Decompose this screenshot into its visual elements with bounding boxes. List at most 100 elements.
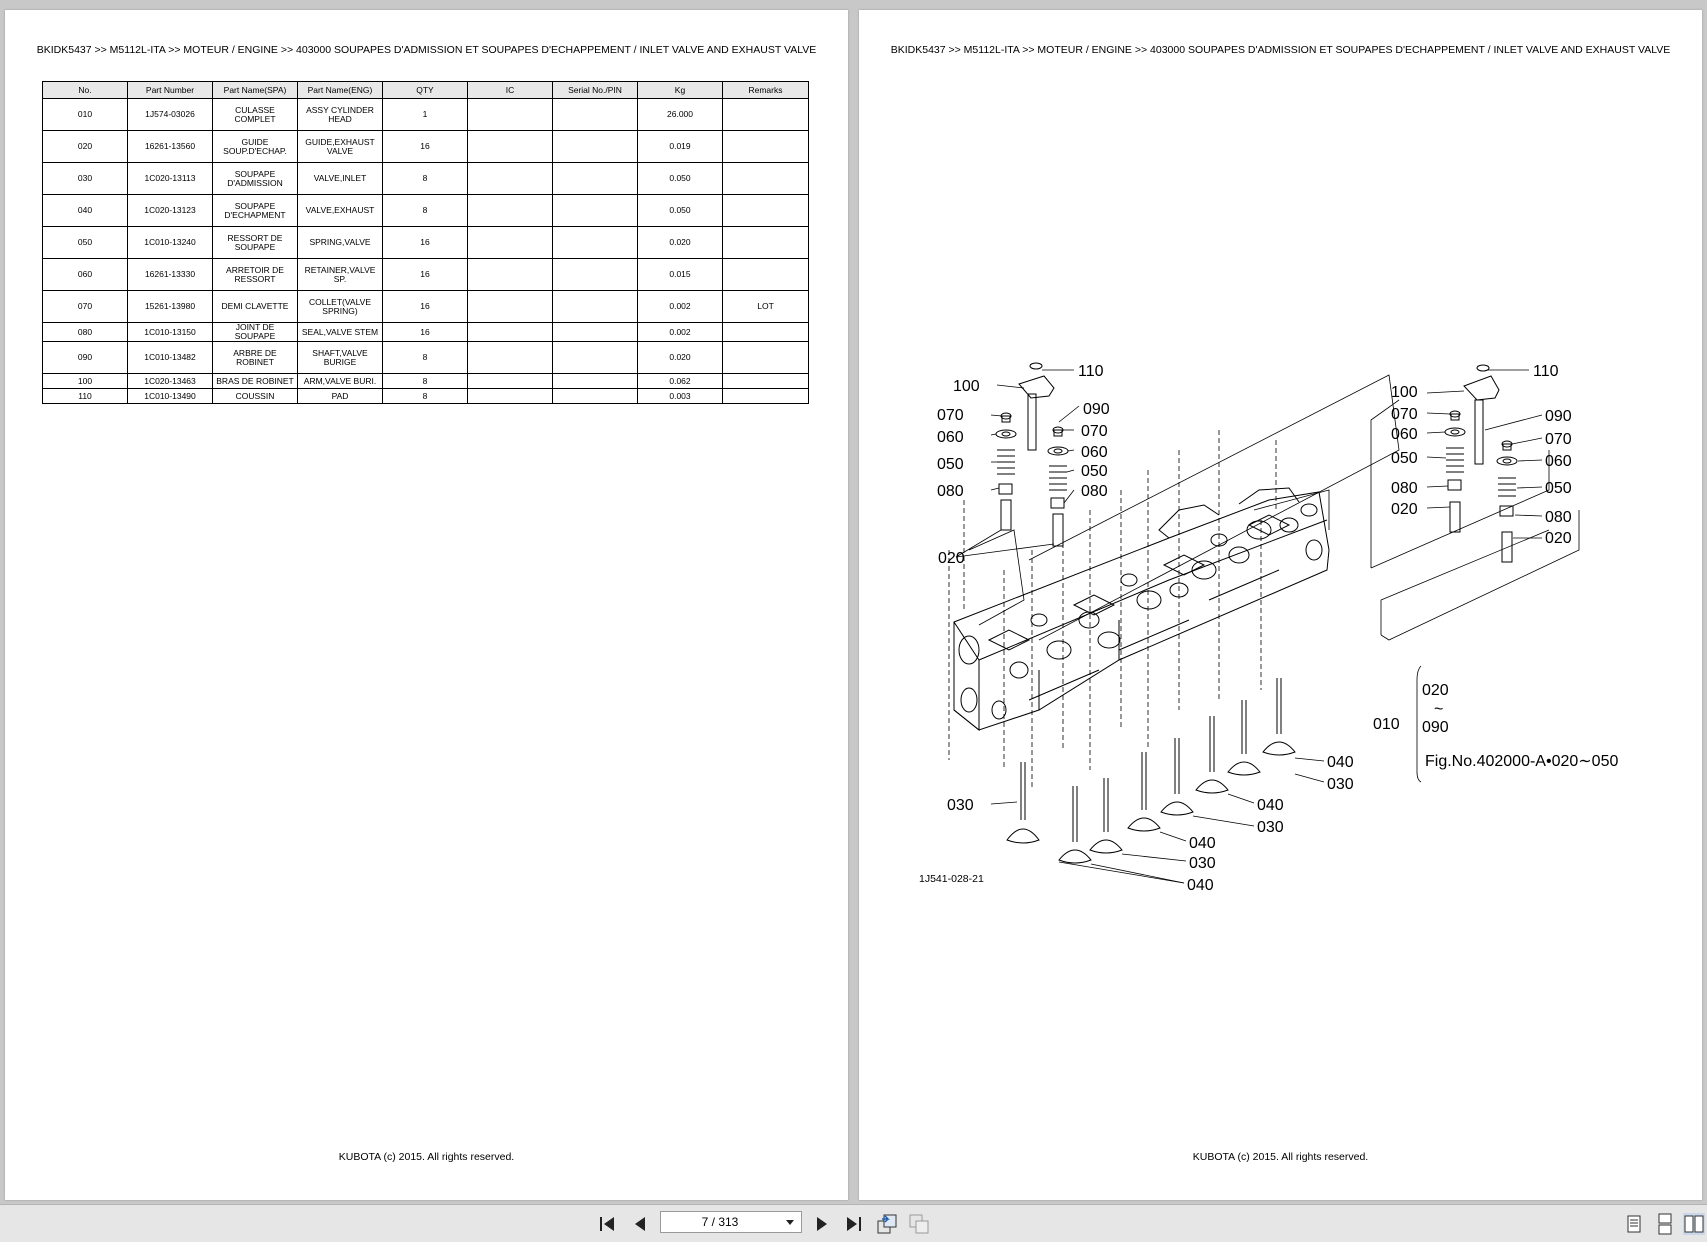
- callout-060: 060: [1391, 426, 1418, 443]
- forward-view-button[interactable]: [908, 1213, 930, 1235]
- cell-remarks: LOT: [722, 290, 809, 323]
- cell-part-name-eng: SHAFT,VALVE BURIGE: [297, 341, 383, 374]
- last-page-button[interactable]: [843, 1213, 865, 1235]
- callout-070: 070: [1391, 406, 1418, 423]
- cell-no: 050: [42, 226, 128, 259]
- callout-060: 060: [1545, 453, 1572, 470]
- first-page-button[interactable]: [597, 1213, 619, 1235]
- last-page-icon: [847, 1217, 861, 1231]
- cell-part-name-eng: VALVE,EXHAUST: [297, 194, 383, 227]
- leader-lines: [955, 369, 1543, 884]
- cell-kg: 0.062: [637, 373, 723, 389]
- cell-part-number: 1C020-13123: [127, 194, 213, 227]
- cell-part-number: 1C020-13113: [127, 162, 213, 195]
- callout-060: 060: [1081, 444, 1108, 461]
- cell-kg: 0.050: [637, 194, 723, 227]
- callout-080: 080: [1545, 509, 1572, 526]
- cell-serial: [552, 258, 638, 291]
- cell-remarks: [722, 341, 809, 374]
- cell-serial: [552, 322, 638, 342]
- cell-ic: [467, 258, 553, 291]
- cell-part-name-spa: ARRETOIR DE RESSORT: [212, 258, 298, 291]
- page-breadcrumb: BKIDK5437 >> M5112L-ITA >> MOTEUR / ENGI…: [890, 44, 1671, 56]
- chevron-down-icon[interactable]: [779, 1212, 801, 1232]
- cell-serial: [552, 130, 638, 163]
- cell-no: 070: [42, 290, 128, 323]
- figure-reference: Fig.No.402000-A•020∼050: [1425, 753, 1618, 770]
- cell-remarks: [722, 258, 809, 291]
- cell-part-name-eng: RETAINER,VALVE SP.: [297, 258, 383, 291]
- cell-remarks: [722, 162, 809, 195]
- exploded-parts-diagram: 100 110 090 070 070 060 060 050 050 080 …: [919, 362, 1618, 894]
- cell-part-number: 1J574-03026: [127, 98, 213, 131]
- callout-040: 040: [1187, 877, 1214, 894]
- cell-remarks: [722, 322, 809, 342]
- page-breadcrumb: BKIDK5437 >> M5112L-ITA >> MOTEUR / ENGI…: [36, 44, 817, 56]
- cell-serial: [552, 290, 638, 323]
- cell-qty: 16: [382, 322, 468, 342]
- next-page-icon: [817, 1217, 827, 1231]
- callout-100: 100: [953, 378, 980, 395]
- callout-090: 090: [1545, 408, 1572, 425]
- next-page-button[interactable]: [811, 1213, 833, 1235]
- cell-serial: [552, 162, 638, 195]
- right-document-page: BKIDK5437 >> M5112L-ITA >> MOTEUR / ENGI…: [859, 10, 1702, 1200]
- callout-100: 100: [1391, 384, 1418, 401]
- callout-050: 050: [1081, 463, 1108, 480]
- cell-serial: [552, 373, 638, 389]
- column-header-serial: Serial No./PIN: [552, 81, 638, 99]
- cell-no: 010: [42, 98, 128, 131]
- cell-serial: [552, 98, 638, 131]
- bracket-tilde: ~: [1434, 701, 1443, 718]
- cell-serial: [552, 194, 638, 227]
- cell-ic: [467, 290, 553, 323]
- copyright-footer: KUBOTA (c) 2015. All rights reserved.: [1192, 1151, 1369, 1163]
- parts-table: No. Part Number Part Name(SPA) Part Name…: [42, 81, 809, 404]
- callout-020: 020: [1391, 501, 1418, 518]
- back-view-button[interactable]: [876, 1213, 898, 1235]
- cell-serial: [552, 388, 638, 404]
- cell-kg: 0.019: [637, 130, 723, 163]
- continuous-view-button[interactable]: [1654, 1213, 1676, 1235]
- cell-ic: [467, 322, 553, 342]
- right-valve-component-stack: [1444, 364, 1518, 563]
- previous-page-button[interactable]: [629, 1213, 651, 1235]
- two-page-view-button[interactable]: [1683, 1213, 1705, 1235]
- cell-kg: 0.020: [637, 226, 723, 259]
- cell-part-name-eng: SEAL,VALVE STEM: [297, 322, 383, 342]
- column-header-part-name-eng: Part Name(ENG): [297, 81, 383, 99]
- cell-part-name-spa: RESSORT DE SOUPAPE: [212, 226, 298, 259]
- cell-no: 030: [42, 162, 128, 195]
- callout-040: 040: [1327, 754, 1354, 771]
- page-number-input[interactable]: [661, 1212, 779, 1232]
- cell-part-name-spa: BRAS DE ROBINET: [212, 373, 298, 389]
- callout-020: 020: [1545, 530, 1572, 547]
- cell-part-name-eng: SPRING,VALVE: [297, 226, 383, 259]
- cell-ic: [467, 162, 553, 195]
- page-number-box[interactable]: [660, 1211, 802, 1233]
- cell-no: 020: [42, 130, 128, 163]
- copyright-footer: KUBOTA (c) 2015. All rights reserved.: [338, 1151, 515, 1163]
- cell-ic: [467, 341, 553, 374]
- callout-030: 030: [947, 797, 974, 814]
- cell-no: 080: [42, 322, 128, 342]
- single-page-view-button[interactable]: [1623, 1213, 1645, 1235]
- cell-part-number: 1C010-13150: [127, 322, 213, 342]
- cell-kg: 0.002: [637, 290, 723, 323]
- single-page-view-icon: [1627, 1215, 1641, 1233]
- cell-qty: 16: [382, 290, 468, 323]
- cell-qty: 8: [382, 162, 468, 195]
- callout-060: 060: [937, 429, 964, 446]
- callout-040: 040: [1257, 797, 1284, 814]
- callout-110: 110: [1533, 363, 1559, 380]
- callout-010: 010: [1373, 716, 1400, 733]
- cell-part-name-spa: CULASSE COMPLET: [212, 98, 298, 131]
- cell-kg: 0.050: [637, 162, 723, 195]
- bracket-bottom-label: 090: [1422, 719, 1449, 736]
- cell-no: 060: [42, 258, 128, 291]
- column-header-remarks: Remarks: [722, 81, 809, 99]
- cell-ic: [467, 98, 553, 131]
